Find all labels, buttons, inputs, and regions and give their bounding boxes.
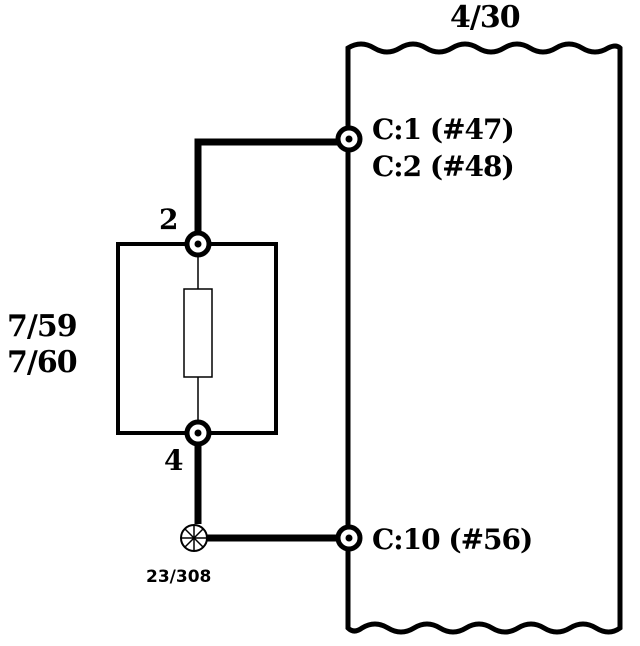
connector-c1-label: C:1 (#47) [372, 113, 514, 146]
connector-c10-label: C:10 (#56) [372, 523, 532, 556]
node-c10 [335, 524, 363, 552]
node-c1 [335, 125, 363, 153]
node-pin4 [184, 419, 212, 447]
component-ref-b-label: 7/60 [7, 345, 77, 380]
pin-4-label: 4 [164, 444, 183, 477]
connector-c2-label: C:2 (#48) [372, 150, 514, 183]
ground-ref-label: 23/308 [146, 567, 211, 587]
module-ref-label: 4/30 [450, 0, 520, 35]
resistor-element [183, 288, 213, 378]
module-box [345, 41, 623, 635]
ground-point-icon [180, 524, 208, 552]
pin-2-label: 2 [159, 203, 177, 236]
wire-c1-to-pin2 [194, 138, 348, 244]
component-ref-a-label: 7/59 [7, 309, 77, 344]
node-pin2 [184, 230, 212, 258]
